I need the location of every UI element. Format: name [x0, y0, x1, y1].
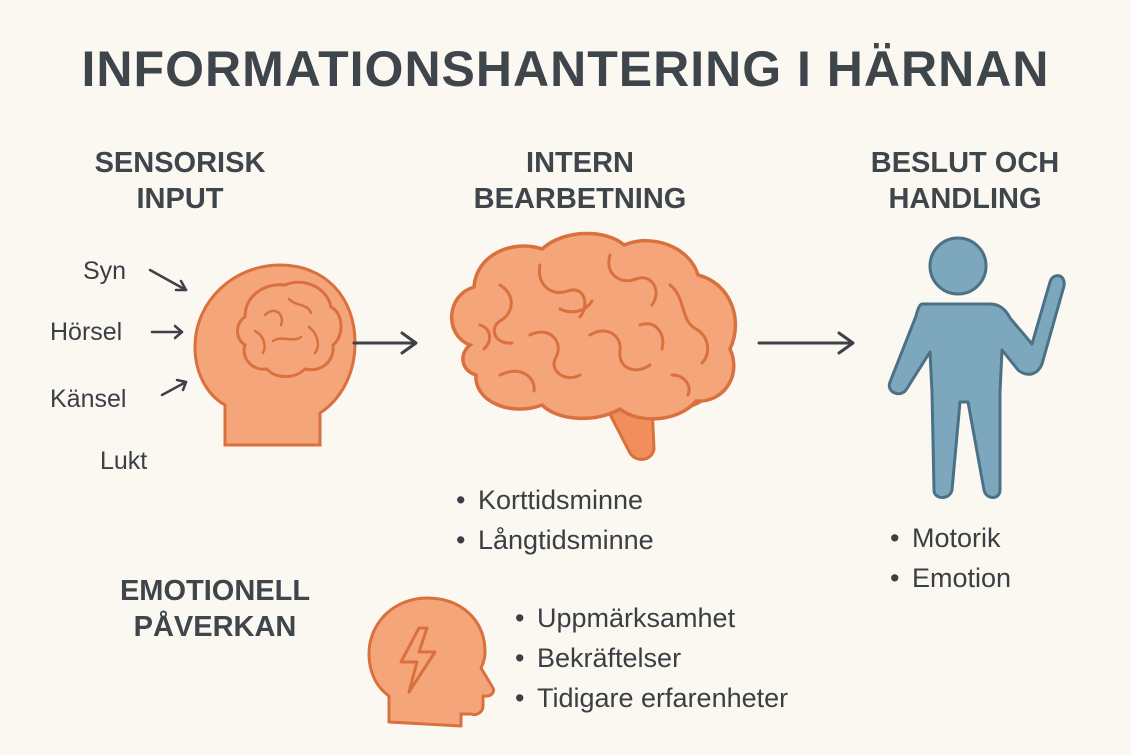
heading-line: BESLUT OCH [870, 147, 1060, 179]
list-item: Korttidsminne [456, 480, 654, 520]
emotional-influence-heading: EMOTIONELL PÅVERKAN [95, 573, 335, 645]
internal-processing-heading: INTERN BEARBETNING [440, 145, 720, 217]
heading-line: PÅVERKAN [133, 611, 297, 643]
list-item: Långtidsminne [456, 520, 654, 560]
input-label-syn: Syn [83, 257, 127, 285]
arrow-icon [148, 268, 188, 292]
list-item: Emotion [890, 558, 1011, 598]
input-label-lukt: Lukt [100, 447, 148, 475]
arrow-icon [160, 378, 188, 397]
heading-line: SENSORISK [94, 147, 266, 179]
heading-line: BEARBETNING [473, 183, 687, 215]
head-lightning-icon [367, 596, 495, 728]
flow-arrow-2 [757, 331, 855, 355]
flow-arrow-1 [352, 331, 418, 355]
emotional-list: Uppmärksamhet Bekräftelser Tidigare erfa… [515, 598, 788, 718]
list-item: Uppmärksamhet [515, 598, 788, 638]
heading-line: EMOTIONELL [119, 575, 311, 607]
list-item: Tidigare erfarenheter [515, 678, 788, 718]
list-item: Motorik [890, 518, 1011, 558]
decision-action-heading: BESLUT OCH HANDLING [840, 145, 1090, 217]
heading-line: HANDLING [888, 183, 1042, 215]
action-list: Motorik Emotion [890, 518, 1011, 598]
head-with-brain-icon [193, 263, 357, 447]
brain-icon [450, 231, 738, 461]
input-label-kansel: Känsel [50, 385, 127, 413]
list-item: Bekräftelser [515, 638, 788, 678]
page-title: INFORMATIONSHANTERING I HÄRNAN [81, 41, 1050, 97]
heading-line: INTERN [526, 147, 634, 179]
arrow-icon [150, 324, 184, 340]
input-label-horsel: Hörsel [50, 318, 123, 346]
sensory-input-heading: SENSORISK INPUT [60, 145, 300, 217]
person-waving-icon [887, 236, 1066, 499]
heading-line: INPUT [136, 183, 224, 215]
processing-list: Korttidsminne Långtidsminne [456, 480, 654, 560]
